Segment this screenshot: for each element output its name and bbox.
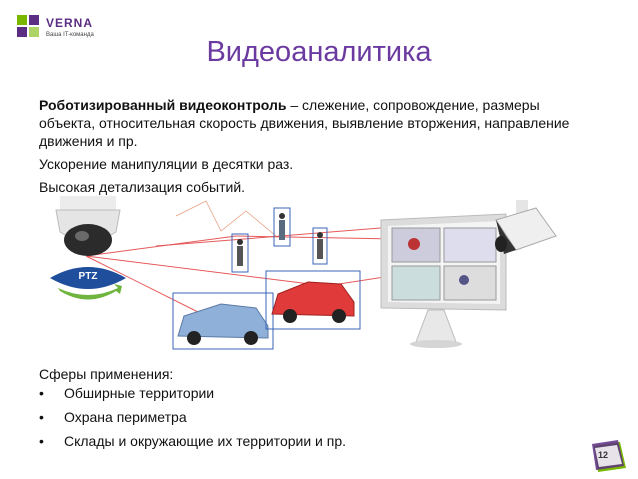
person-detections — [231, 207, 328, 273]
red-car-detection — [265, 270, 361, 330]
video-analytics-illustration: PTZ — [50, 196, 557, 350]
rotate-arrow-icon — [58, 284, 122, 300]
logo-name: VERNA — [46, 16, 94, 30]
dome-camera-icon — [55, 196, 121, 256]
page-number: 12 — [598, 450, 609, 460]
detail-line: Высокая детализация событий. — [39, 179, 246, 195]
spheres-title: Сферы применения: — [39, 366, 174, 382]
verna-logo: VERNA Ваша IT-команда — [16, 14, 106, 50]
ptz-label: PTZ — [79, 271, 98, 282]
list-item: Склады и окружающие их территории и пр. — [39, 432, 346, 456]
ptz-badge: PTZ — [50, 267, 126, 300]
logo-mark-icon — [17, 15, 39, 37]
logo-tagline: Ваша IT-команда — [46, 32, 94, 38]
path-trace — [175, 200, 277, 237]
speedup-line: Ускорение манипуляции в десятки раз. — [39, 156, 294, 172]
spheres-list: Обширные территории Охрана периметра Скл… — [39, 384, 346, 456]
monitor-icon — [380, 213, 507, 348]
intro-rest: – слежение, сопровождение, размеры объек… — [39, 97, 570, 149]
list-item: Охрана периметра — [39, 408, 346, 432]
list-item: Обширные территории — [39, 384, 346, 408]
page-badge-icon — [592, 440, 626, 472]
intro-paragraph: Роботизированный видеоконтроль – слежени… — [39, 96, 579, 150]
blue-car-detection — [172, 292, 274, 350]
page-number-badge: 12 — [590, 440, 630, 474]
box-camera-icon — [495, 200, 557, 254]
slide-title: Видеоаналитика — [206, 36, 432, 68]
intro-bold: Роботизированный видеоконтроль — [39, 97, 287, 113]
